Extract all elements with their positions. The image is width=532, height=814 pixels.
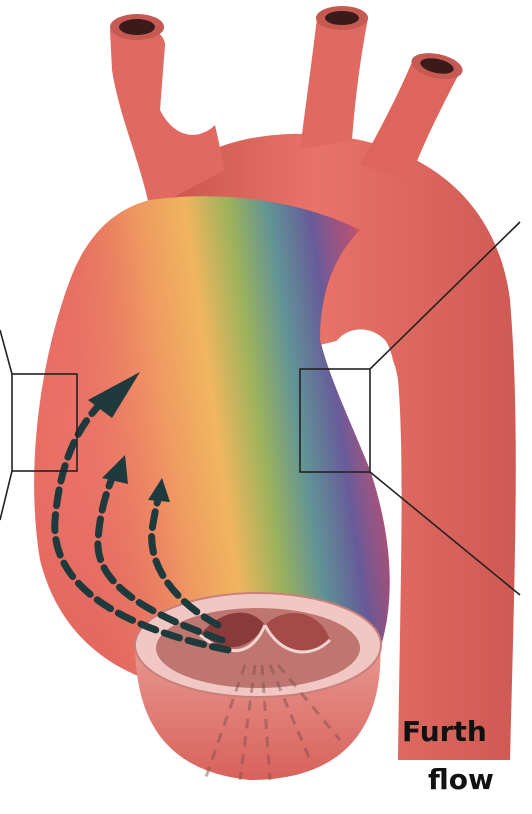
caption-line-2: flow bbox=[428, 766, 494, 794]
left-subclavian-artery bbox=[360, 62, 460, 180]
caption-line-1: Furth bbox=[402, 718, 487, 746]
left-common-carotid bbox=[300, 18, 368, 150]
